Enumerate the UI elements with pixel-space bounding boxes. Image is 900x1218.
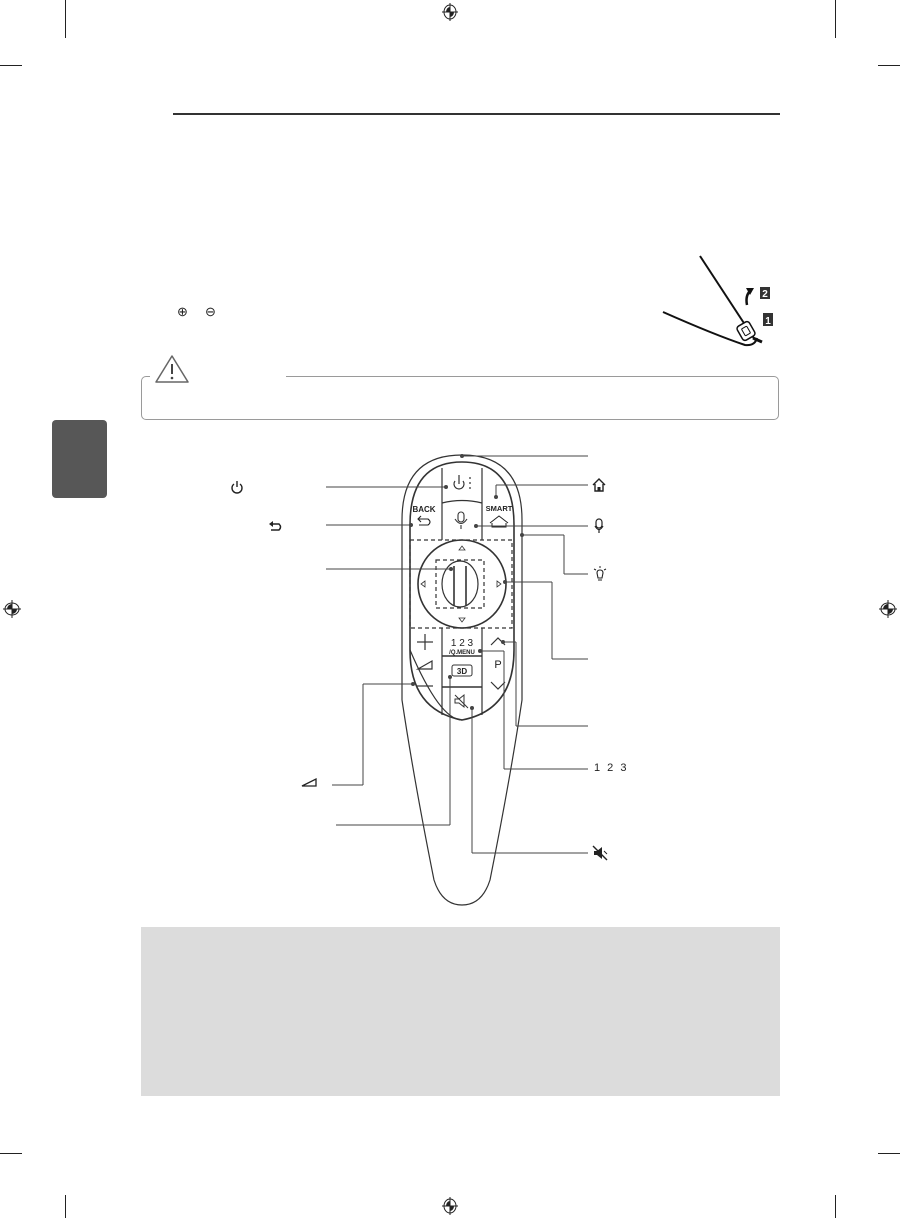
warning-triangle-icon <box>155 355 189 383</box>
crop-mark <box>65 1195 66 1218</box>
svg-text:SMART: SMART <box>486 504 513 513</box>
back-icon <box>269 521 282 531</box>
crop-mark <box>0 1153 22 1154</box>
svg-text:2: 2 <box>762 289 768 300</box>
magic-remote-diagram: BACK SMART 1 2 3 /Q.MENU 3D P <box>326 454 588 906</box>
mute-icon <box>592 845 608 861</box>
crop-mark <box>65 0 66 38</box>
crop-mark <box>878 1153 900 1154</box>
indicator-light-icon <box>593 566 607 581</box>
home-icon <box>592 478 606 492</box>
crop-mark <box>835 0 836 38</box>
svg-text:P: P <box>494 659 501 671</box>
crop-mark <box>878 65 900 66</box>
crop-mark <box>835 1195 836 1218</box>
volume-icon <box>301 777 317 787</box>
registration-mark-icon <box>442 3 458 21</box>
minus-terminal-icon: ⊖ <box>205 304 216 319</box>
crop-mark <box>0 65 22 66</box>
caution-box <box>141 376 779 420</box>
registration-mark-icon <box>3 600 21 618</box>
registration-mark-icon <box>442 1197 458 1215</box>
plus-terminal-icon: ⊕ <box>177 304 188 319</box>
number-button-label: 1 2 3 <box>594 762 629 774</box>
note-box <box>141 927 780 1096</box>
svg-text:/Q.MENU: /Q.MENU <box>449 650 475 656</box>
registration-mark-icon <box>879 600 897 618</box>
battery-cover-illustration: 2 1 <box>662 255 773 347</box>
svg-text:1: 1 <box>765 316 771 327</box>
power-icon <box>231 481 243 494</box>
svg-text:3D: 3D <box>457 667 467 676</box>
svg-text:BACK: BACK <box>412 505 435 514</box>
header-rule <box>173 113 780 115</box>
voice-mic-icon <box>594 518 604 533</box>
chapter-side-tab <box>52 420 107 498</box>
svg-text:1 2 3: 1 2 3 <box>451 638 474 649</box>
